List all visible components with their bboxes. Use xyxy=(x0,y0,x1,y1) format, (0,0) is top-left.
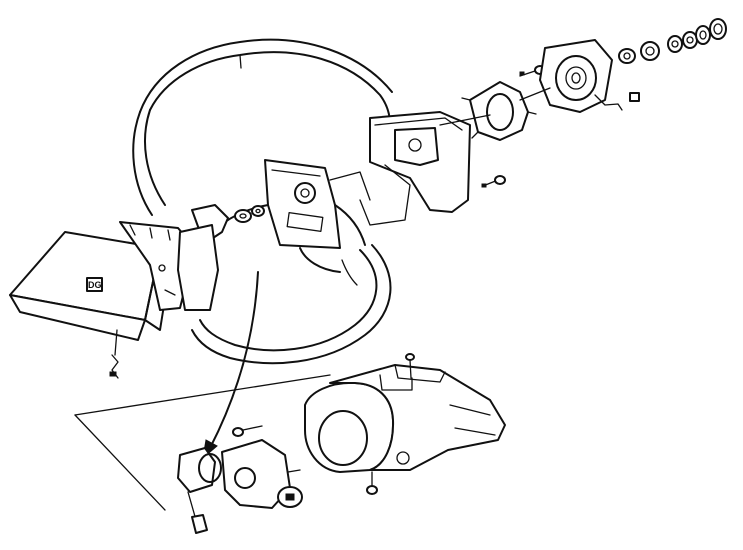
ignition-lock-assembly xyxy=(177,439,303,534)
emblem-text: DG xyxy=(88,280,102,290)
contact-plate xyxy=(177,204,229,311)
cancel-cam-ring xyxy=(439,81,537,141)
shroud-screw-bottom xyxy=(366,471,378,495)
steering-wheel-rim xyxy=(132,38,393,365)
wheel-hub xyxy=(209,159,366,273)
shroud-screw-top xyxy=(405,353,415,379)
connector xyxy=(629,92,640,102)
emblem xyxy=(86,277,103,292)
column-housing xyxy=(329,111,471,226)
horn-pad-cover: DG xyxy=(9,231,173,379)
washer-stack xyxy=(618,18,727,64)
horn-pad-bracket xyxy=(119,221,196,311)
lock-screw-top xyxy=(232,425,263,437)
turn-signal-base xyxy=(519,39,640,113)
column-shroud xyxy=(304,364,506,473)
hub-nut xyxy=(234,205,265,223)
mount-bolt-lower xyxy=(481,175,506,188)
